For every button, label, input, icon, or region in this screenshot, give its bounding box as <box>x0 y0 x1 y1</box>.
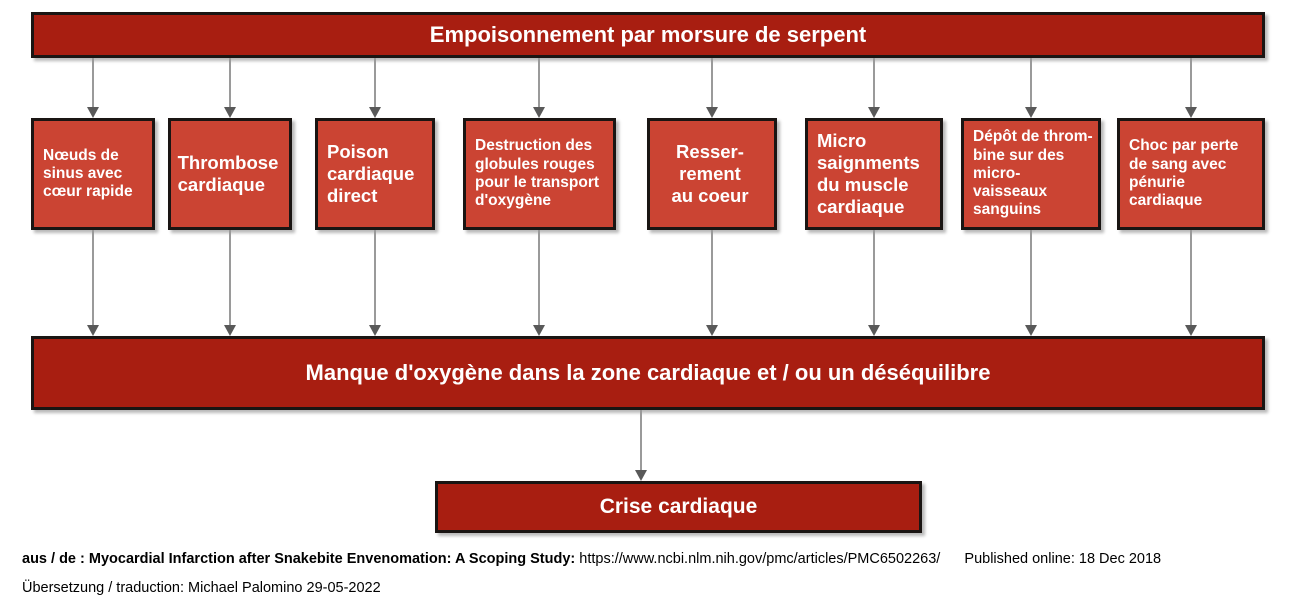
arrow-shaft <box>373 58 376 107</box>
arrow-shaft <box>228 58 231 107</box>
arrow-mid-to-bottom <box>635 410 648 481</box>
arrow-shaft <box>1189 58 1192 107</box>
mid-box-label: Manque d'oxygène dans la zone cardiaque … <box>305 360 991 385</box>
cause-box-label-4: Resser- rement au coeur <box>671 141 749 206</box>
arrow-shaft <box>710 230 713 325</box>
arrow-top-to-cause-2 <box>368 58 382 118</box>
arrow-head <box>705 325 718 336</box>
arrow-head <box>368 325 381 336</box>
footer-source-line: aus / de : Myocardial Infarction after S… <box>22 551 1297 567</box>
arrow-head <box>1024 325 1037 336</box>
arrow-shaft <box>1029 230 1032 325</box>
arrow-head <box>223 325 236 336</box>
arrow-top-to-cause-3 <box>533 58 546 118</box>
arrow-head <box>1184 107 1197 118</box>
arrow-shaft <box>91 58 94 107</box>
arrow-cause-1-to-mid <box>223 230 237 336</box>
footer-published-date: Published online: 18 Dec 2018 <box>964 551 1162 567</box>
mid-box-oxygen-deficiency: Manque d'oxygène dans la zone cardiaque … <box>31 336 1265 410</box>
arrow-cause-2-to-mid <box>368 230 382 336</box>
top-box-snakebite-envenomation: Empoisonnement par morsure de serpent <box>31 12 1265 58</box>
arrow-head <box>533 107 545 118</box>
arrow-cause-3-to-mid <box>533 230 546 336</box>
cause-box-label-7: Choc par perte de sang avec pénurie card… <box>1129 137 1239 210</box>
arrow-shaft <box>1029 58 1032 107</box>
arrow-head <box>1184 325 1197 336</box>
arrow-cause-5-to-mid <box>867 230 881 336</box>
arrow-head <box>867 325 880 336</box>
arrow-top-to-cause-7 <box>1184 58 1198 118</box>
footer-translation-credit: Übersetzung / traduction: Michael Palomi… <box>22 580 381 596</box>
footer-source-url[interactable]: https://www.ncbi.nlm.nih.gov/pmc/article… <box>579 551 941 567</box>
bottom-box-label: Crise cardiaque <box>599 495 758 518</box>
cause-box-vasoconstriction: Resser- rement au coeur <box>647 118 777 230</box>
arrow-top-to-cause-4 <box>705 58 719 118</box>
footer-source-title: aus / de : Myocardial Infarction after S… <box>22 551 576 567</box>
cause-box-label-3: Destruction des globules rouges pour le … <box>475 137 600 210</box>
cause-box-rbc-destruction: Destruction des globules rouges pour le … <box>463 118 616 230</box>
bottom-box-heart-attack: Crise cardiaque <box>435 481 922 533</box>
arrow-head <box>533 325 545 336</box>
cause-box-label-0: Nœuds de sinus avec cœur rapide <box>43 146 133 201</box>
cause-box-label-2: Poison cardiaque direct <box>327 141 415 206</box>
arrow-shaft <box>373 230 376 325</box>
footer-translation-line: Übersetzung / traduction: Michael Palomi… <box>22 580 1297 596</box>
arrow-head <box>705 107 718 118</box>
cause-box-hemorrhagic-shock: Choc par perte de sang avec pénurie card… <box>1117 118 1265 230</box>
cause-box-micro-bleeding: Micro saignments du muscle cardiaque <box>805 118 943 230</box>
cause-box-sinus-node: Nœuds de sinus avec cœur rapide <box>31 118 155 230</box>
cause-box-label-5: Micro saignments du muscle cardiaque <box>817 130 920 217</box>
arrow-cause-6-to-mid <box>1024 230 1038 336</box>
arrow-shaft <box>640 410 642 470</box>
arrow-head <box>1024 107 1037 118</box>
arrow-top-to-cause-0 <box>86 58 100 118</box>
arrow-head <box>223 107 236 118</box>
arrow-head <box>635 470 647 481</box>
arrow-shaft <box>872 58 875 107</box>
arrow-shaft <box>538 230 540 325</box>
arrow-cause-7-to-mid <box>1184 230 1198 336</box>
arrow-head <box>86 107 99 118</box>
arrow-shaft <box>538 58 540 107</box>
arrow-shaft <box>228 230 231 325</box>
arrow-cause-4-to-mid <box>705 230 719 336</box>
arrow-top-to-cause-6 <box>1024 58 1038 118</box>
cause-box-cardiac-thrombosis: Thrombose cardiaque <box>168 118 292 230</box>
cause-box-direct-cardiotoxin: Poison cardiaque direct <box>315 118 435 230</box>
arrow-top-to-cause-1 <box>223 58 237 118</box>
arrow-cause-0-to-mid <box>86 230 100 336</box>
cause-box-thrombin-deposit: Dépôt de throm- bine sur des micro-vaiss… <box>961 118 1101 230</box>
arrow-head <box>86 325 99 336</box>
arrow-shaft <box>872 230 875 325</box>
arrow-head <box>867 107 880 118</box>
cause-box-label-1: Thrombose cardiaque <box>177 152 279 195</box>
arrow-shaft <box>91 230 94 325</box>
arrow-shaft <box>710 58 713 107</box>
arrow-top-to-cause-5 <box>867 58 881 118</box>
cause-box-label-6: Dépôt de throm- bine sur des micro-vaiss… <box>973 128 1093 219</box>
arrow-shaft <box>1189 230 1192 325</box>
top-box-label: Empoisonnement par morsure de serpent <box>429 22 867 47</box>
arrow-head <box>368 107 381 118</box>
